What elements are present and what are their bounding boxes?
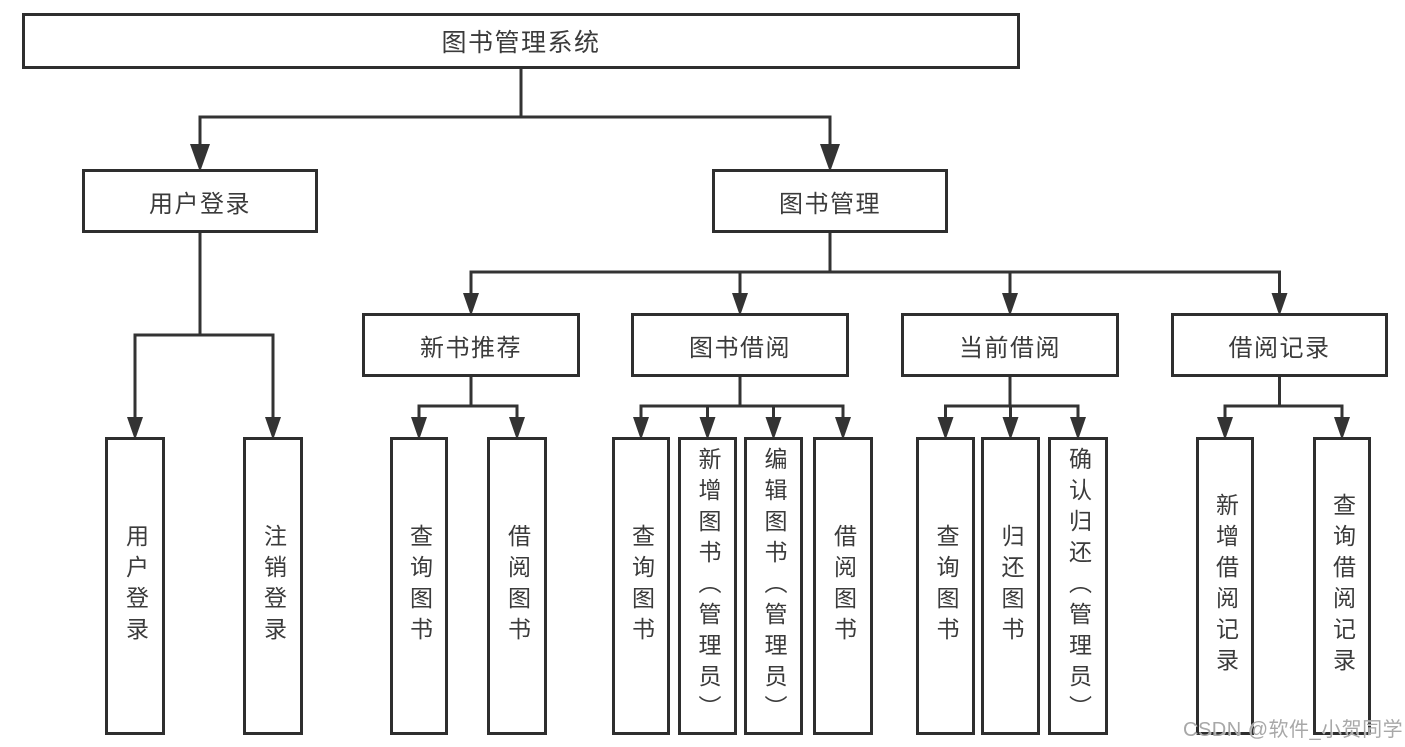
node-label-user-login-leaf: 用户登录	[122, 524, 149, 648]
node-return-books: 归还图书	[981, 437, 1040, 735]
node-query-books-rec: 查询图书	[390, 437, 448, 735]
node-label-book-management: 图书管理	[779, 190, 881, 218]
node-borrow-books-borrow: 借阅图书	[813, 437, 873, 735]
node-borrowing-records: 借阅记录	[1171, 313, 1388, 377]
node-label-query-books-borrow: 查询图书	[628, 524, 655, 648]
node-label-confirm-return-admin: 确认归还（管理员）	[1065, 446, 1092, 726]
node-label-query-books-rec: 查询图书	[406, 524, 433, 648]
node-label-new-book-recommend: 新书推荐	[420, 334, 522, 362]
node-label-edit-books-admin: 编辑图书（管理员）	[761, 446, 787, 726]
node-new-book-recommend: 新书推荐	[362, 313, 580, 377]
node-query-books-borrow: 查询图书	[612, 437, 670, 735]
node-query-books-current: 查询图书	[916, 437, 975, 735]
node-label-return-books: 归还图书	[998, 524, 1024, 648]
arrowhead-icon	[190, 144, 210, 172]
node-query-borrow-record: 查询借阅记录	[1313, 437, 1371, 735]
node-label-add-borrow-record: 新增借阅记录	[1212, 493, 1239, 679]
watermark: CSDN @软件_小贺同学	[1183, 719, 1404, 741]
node-label-borrow-books-borrow: 借阅图书	[830, 524, 857, 648]
node-edit-books-admin: 编辑图书（管理员）	[744, 437, 803, 735]
node-label-logout-leaf: 注销登录	[260, 524, 287, 648]
node-book-borrowing: 图书借阅	[631, 313, 849, 377]
node-label-query-books-current: 查询图书	[933, 524, 959, 648]
node-label-user-login-module: 用户登录	[149, 190, 251, 218]
node-borrow-books-rec: 借阅图书	[487, 437, 547, 735]
node-label-current-borrowing: 当前借阅	[959, 334, 1061, 362]
node-logout-leaf: 注销登录	[243, 437, 303, 735]
node-label-add-books-admin: 新增图书（管理员）	[695, 446, 721, 726]
node-confirm-return-admin: 确认归还（管理员）	[1048, 437, 1108, 735]
node-add-books-admin: 新增图书（管理员）	[678, 437, 737, 735]
node-book-management: 图书管理	[712, 169, 948, 233]
node-system-root: 图书管理系统	[22, 13, 1020, 69]
node-label-book-borrowing: 图书借阅	[689, 334, 791, 362]
node-label-query-borrow-record: 查询借阅记录	[1329, 493, 1356, 679]
node-label-system-root: 图书管理系统	[441, 29, 601, 57]
node-current-borrowing: 当前借阅	[901, 313, 1119, 377]
node-user-login-module: 用户登录	[82, 169, 318, 233]
node-add-borrow-record: 新增借阅记录	[1196, 437, 1254, 735]
node-label-borrow-books-rec: 借阅图书	[504, 524, 531, 648]
node-user-login-leaf: 用户登录	[105, 437, 165, 735]
arrowhead-icon	[820, 144, 840, 172]
node-label-borrowing-records: 借阅记录	[1228, 334, 1331, 362]
